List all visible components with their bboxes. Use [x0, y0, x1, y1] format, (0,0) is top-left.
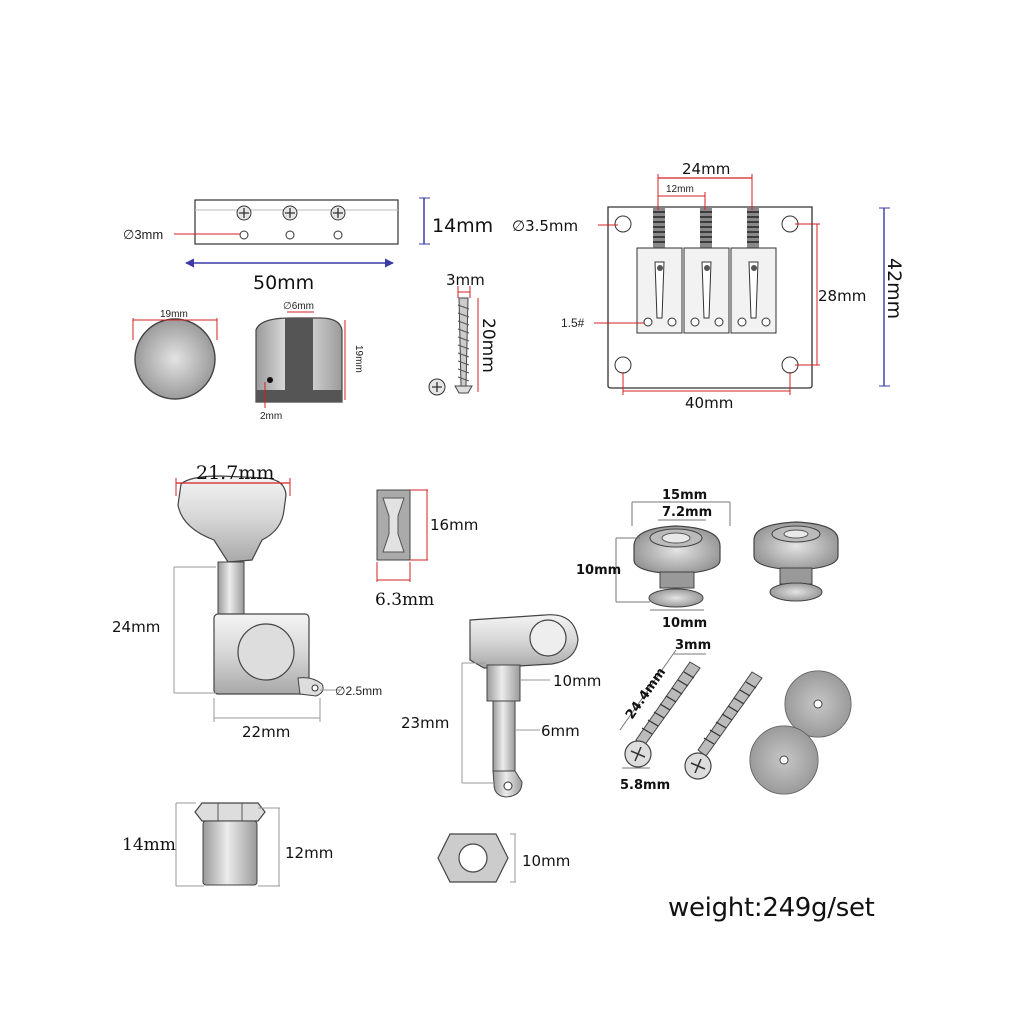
button-hole-label: ∅6mm [283, 301, 314, 312]
nut-screw-head-1 [236, 205, 252, 221]
button-height-label: 19mm [353, 345, 364, 373]
bridge: 24mm 12mm ∅3.5mm 28mm 42mm 1.5# 40mm [512, 160, 905, 412]
jack-tip-label: 6mm [541, 722, 580, 740]
nut-screw: 3mm 20mm [428, 271, 498, 396]
bridge-saddle-span-label: 24mm [682, 160, 730, 178]
tuner-button-width-label: 21.7mm [196, 462, 274, 484]
saddle-spring-3 [747, 208, 759, 248]
strap-button-dims: 15mm 7.2mm 10mm 10mm [576, 488, 731, 631]
nut-bar: ∅3mm 50mm 14mm [123, 197, 493, 294]
bridge-height-label: 42mm [883, 258, 905, 319]
nut-height-label: 14mm [432, 215, 493, 237]
bushing-width-label: 6.3mm [375, 590, 434, 610]
tuner: 21.7mm 24mm ∅2.5mm 22mm [112, 462, 382, 741]
button-disc: 19mm [132, 309, 218, 400]
button-dia-label: 19mm [160, 309, 188, 320]
hex-nut: 10mm [437, 833, 570, 883]
tuner-base-width-label: 22mm [242, 723, 290, 741]
hexnut-height-label: 14mm [122, 835, 176, 855]
nut-screw-head-3 [330, 205, 346, 221]
hexnut-width-label: 12mm [285, 844, 333, 862]
bridge-hole-dia-label: ∅3.5mm [512, 217, 578, 235]
strap-height-label: 10mm [576, 563, 621, 578]
strap-button-2 [753, 521, 839, 602]
hexnut2-width-label: 10mm [522, 852, 570, 870]
bushing: 16mm 6.3mm [375, 489, 478, 610]
strap-outer-label: 15mm [662, 488, 707, 503]
output-jack: 23mm 10mm 6mm [401, 614, 601, 798]
button-small-hole-label: 2mm [260, 411, 282, 422]
tuner-hole-label: ∅2.5mm [335, 684, 382, 698]
strap-button-1 [633, 525, 721, 608]
bridge-saddle-gap-label: 12mm [666, 184, 694, 195]
strap-base-label: 10mm [662, 616, 707, 631]
saddle-1 [636, 247, 683, 334]
nut-screw-dia-label: 3mm [446, 271, 485, 289]
nut-hole-dia-label: ∅3mm [123, 227, 163, 242]
bridge-hole-span-label: 28mm [818, 287, 866, 305]
bridge-screw-label: 1.5# [561, 316, 585, 330]
hex-nut-sleeve: 14mm 12mm [122, 802, 333, 887]
felt-washer-1 [784, 670, 852, 738]
bushing-height-label: 16mm [430, 516, 478, 534]
saddle-spring-1 [653, 208, 665, 248]
jack-collar-label: 10mm [553, 672, 601, 690]
saddle-spring-2 [700, 208, 712, 248]
weight-label: weight:249g/set [668, 893, 875, 923]
bridge-width-label: 40mm [685, 394, 733, 412]
screw-head-label: 5.8mm [620, 778, 670, 793]
saddle-3 [730, 247, 777, 334]
jack-length-label: 23mm [401, 714, 449, 732]
screw-dia-label: 3mm [675, 638, 711, 653]
strap-screw-2 [684, 671, 763, 780]
tuner-height-label: 24mm [112, 618, 160, 636]
strap-inner-label: 7.2mm [662, 505, 712, 520]
strap-screw-1 [624, 661, 701, 768]
saddle-2 [683, 247, 730, 334]
nut-screw-len-label: 20mm [478, 318, 498, 373]
nut-screw-head-2 [282, 205, 298, 221]
felt-washer-2 [749, 725, 819, 795]
button-cap: ∅6mm 19mm 2mm [255, 301, 364, 422]
nut-length-label: 50mm [253, 272, 314, 294]
